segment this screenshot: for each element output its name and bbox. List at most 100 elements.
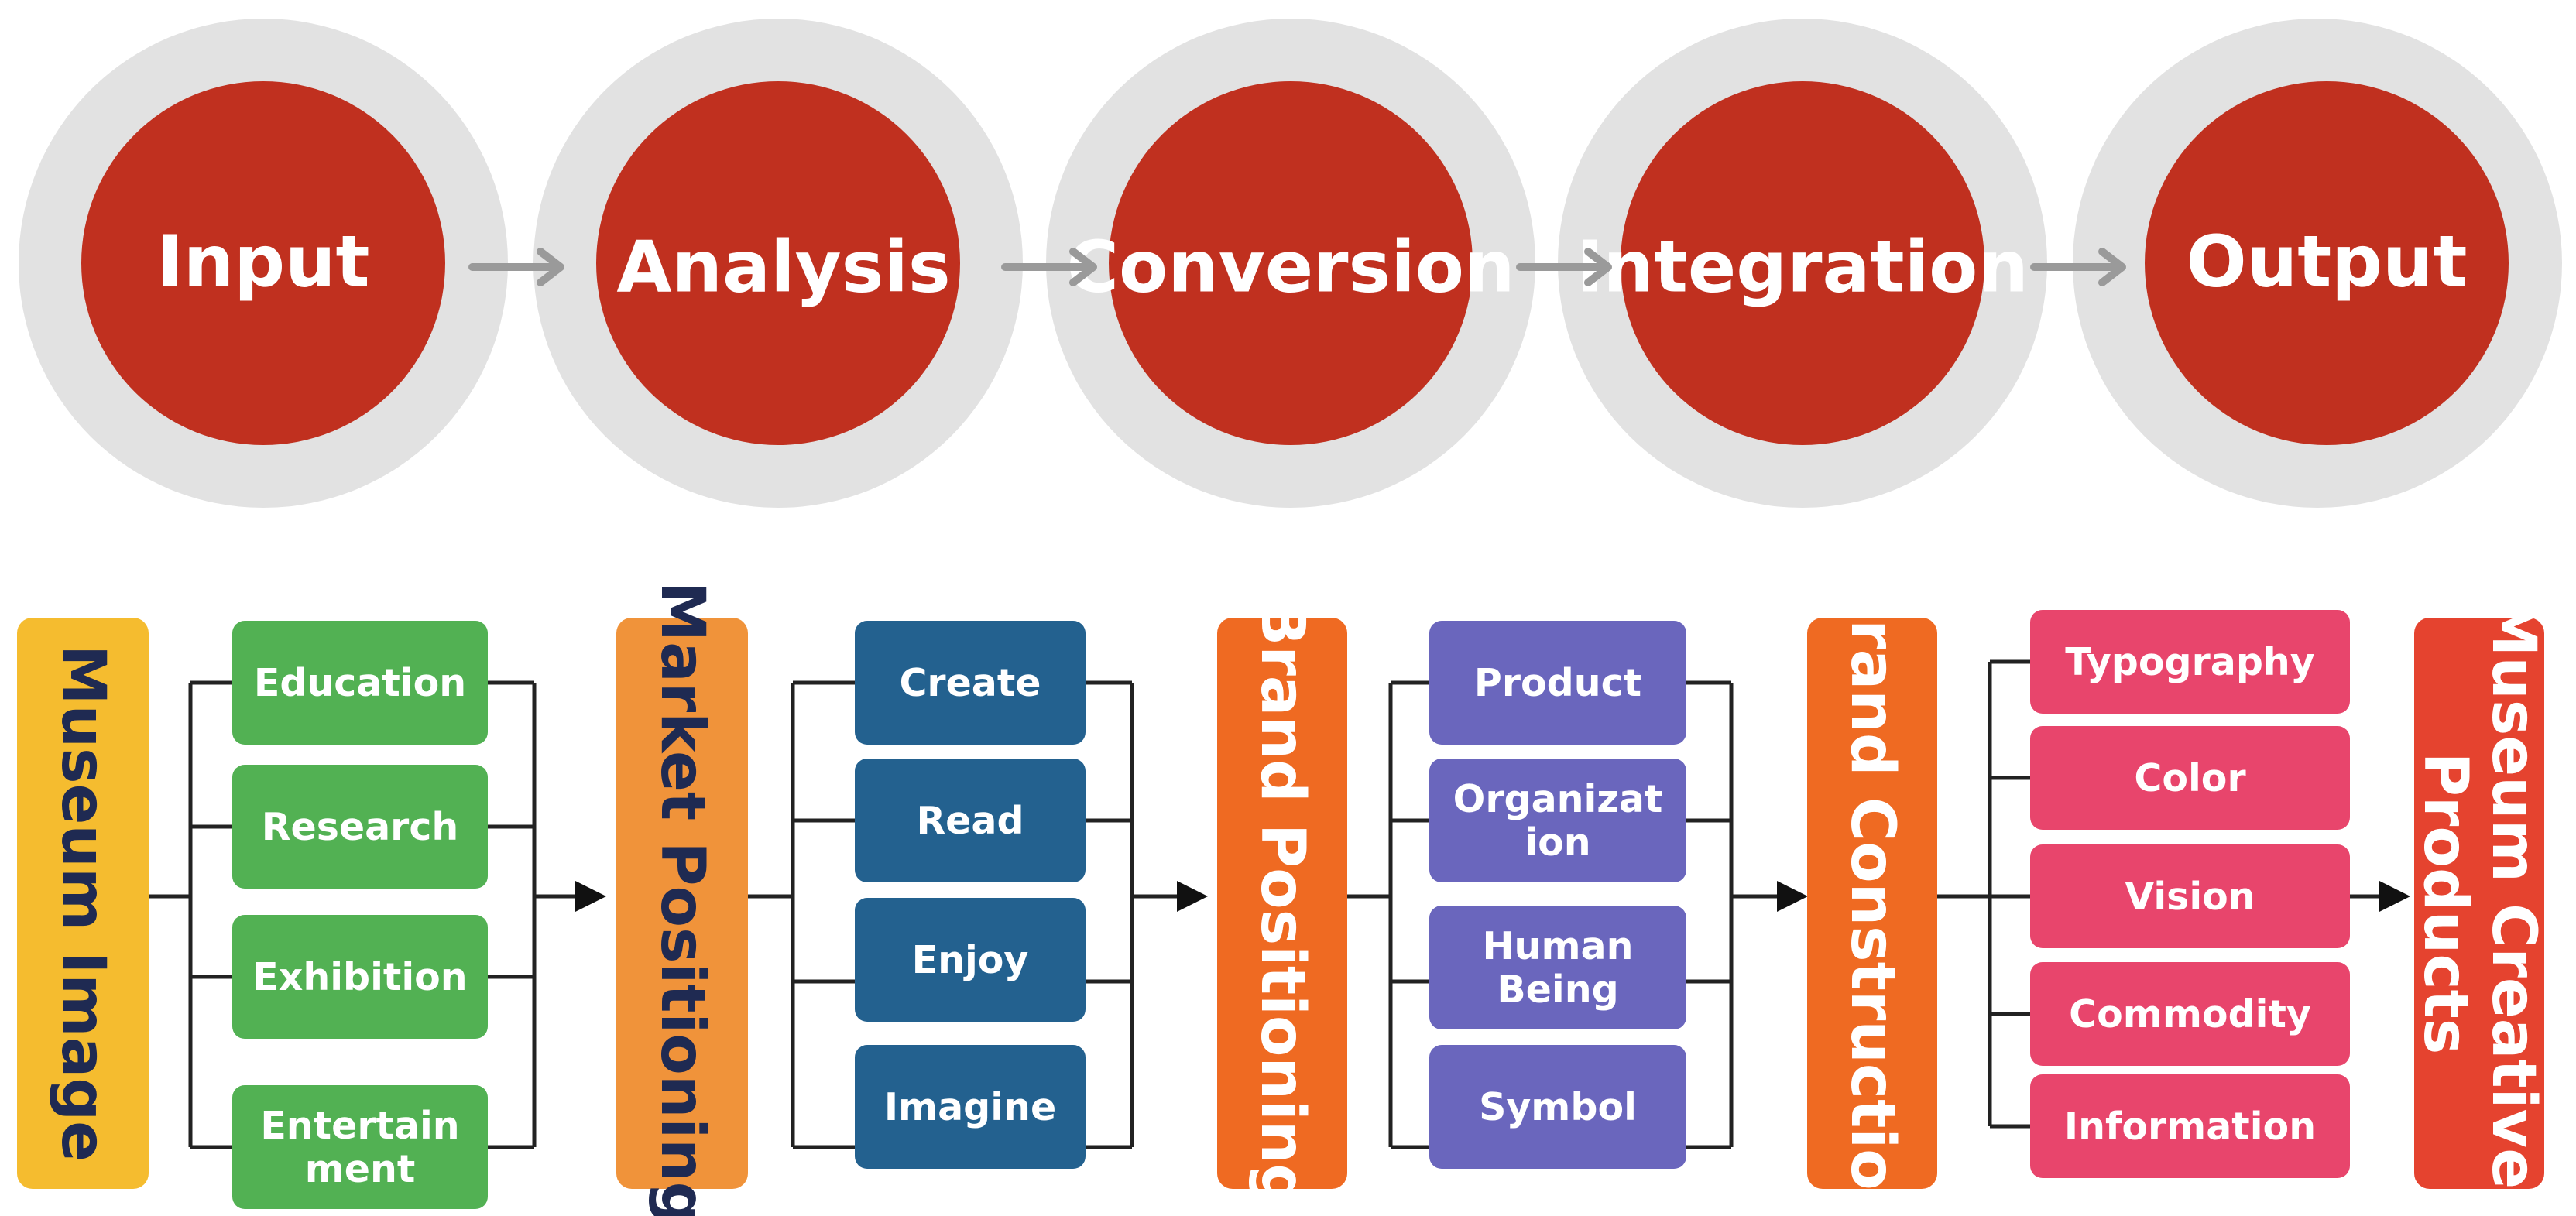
connector-group-4 xyxy=(1937,659,2410,1129)
item-label-line: Vision xyxy=(2125,875,2255,919)
column-label-museum-creative-products: Museum Creative Products xyxy=(2410,597,2548,1211)
stage-label-analysis: Analysis xyxy=(616,226,950,309)
item-box-imagine: Imagine xyxy=(855,1045,1086,1169)
connector-group-3 xyxy=(1347,680,1808,1149)
item-box-research: Research xyxy=(232,765,488,889)
item-label: Imagine xyxy=(884,1085,1056,1129)
item-label-line: Organizat xyxy=(1453,777,1663,821)
item-label: Education xyxy=(254,661,466,705)
column-market-positioning: Market Positioning xyxy=(616,582,748,1216)
column-bar xyxy=(2414,618,2544,1189)
column-label-market-positioning: Market Positioning xyxy=(647,582,717,1216)
item-box-bg xyxy=(232,1085,488,1209)
item-box-typography: Typography xyxy=(2030,610,2350,714)
column-brand-positioning: Brand Positioning xyxy=(1217,600,1347,1207)
column-bar xyxy=(1217,618,1347,1189)
stage-circle xyxy=(2145,81,2509,445)
stage-conversion: Conversion xyxy=(1046,19,1535,508)
item-label-line: Imagine xyxy=(884,1085,1056,1129)
item-box-bg xyxy=(855,898,1086,1022)
stage-label-output: Output xyxy=(2186,221,2467,303)
item-box-bg xyxy=(855,621,1086,745)
connector-group-2 xyxy=(748,680,1208,1149)
item-box-bg xyxy=(2030,610,2350,714)
item-box-bg xyxy=(232,765,488,889)
column-label-museum-image: Museum Image xyxy=(48,645,118,1162)
stage-output: Output xyxy=(2073,19,2562,508)
stage-circle xyxy=(596,81,960,445)
category-columns: Museum Image Market Positioning Brand Po… xyxy=(17,574,2548,1216)
item-box-information: Information xyxy=(2030,1074,2350,1178)
item-label-line: Product xyxy=(1474,661,1641,705)
item-label: Typography xyxy=(2065,640,2315,684)
stage-flow: Input Analysis Conversion Integration Ou… xyxy=(19,19,2562,508)
item-box-bg xyxy=(1429,1045,1686,1169)
column-bar xyxy=(616,618,748,1189)
item-box-bg xyxy=(1429,759,1686,882)
item-label: Symbol xyxy=(1479,1085,1637,1129)
item-box-bg xyxy=(232,915,488,1039)
stage-circle xyxy=(81,81,445,445)
item-label-line: Color xyxy=(2134,756,2246,800)
stage-label-input: Input xyxy=(156,221,369,303)
item-box-bg xyxy=(1429,906,1686,1029)
item-box-read: Read xyxy=(855,759,1086,882)
column-label-brand-positioning: Brand Positioning xyxy=(1247,600,1317,1207)
item-label-line: Enjoy xyxy=(912,938,1029,982)
column-bar xyxy=(17,618,149,1189)
item-box-enjoy: Enjoy xyxy=(855,898,1086,1022)
item-label: Information xyxy=(2064,1105,2316,1149)
stage-input: Input xyxy=(19,19,508,508)
item-label-line: Research xyxy=(262,805,459,849)
item-box-bg xyxy=(232,621,488,745)
stage-circle xyxy=(1621,81,1984,445)
item-label: Vision xyxy=(2125,875,2255,919)
stage-analysis: Analysis xyxy=(533,19,1023,508)
column-label-brand-construction: Brand Construction xyxy=(1837,574,1907,1216)
item-label: Commodity xyxy=(2069,992,2311,1036)
item-label-line: Typography xyxy=(2065,640,2315,684)
item-box-create: Create xyxy=(855,621,1086,745)
stage-arrow xyxy=(468,248,564,286)
item-label-line: Information xyxy=(2064,1105,2316,1149)
column-museum-creative-products: Museum Creative Products xyxy=(2410,597,2548,1211)
item-box-bg xyxy=(2030,962,2350,1066)
item-box-exhibition: Exhibition xyxy=(232,915,488,1039)
column-brand-construction: Brand Construction xyxy=(1807,574,1937,1216)
column-museum-image: Museum Image xyxy=(17,618,149,1189)
item-box-bg xyxy=(2030,726,2350,830)
item-label-line: Being xyxy=(1497,968,1618,1012)
stage-circle xyxy=(1109,81,1473,445)
item-label-line: Symbol xyxy=(1479,1085,1637,1129)
item-label: Color xyxy=(2134,756,2246,800)
column-bar xyxy=(1807,618,1937,1189)
item-label-line: Human xyxy=(1483,924,1634,968)
item-label-line: Read xyxy=(916,799,1024,843)
item-label: Product xyxy=(1474,661,1641,705)
item-label: Research xyxy=(262,805,459,849)
item-box-commodity: Commodity xyxy=(2030,962,2350,1066)
item-label-line: ion xyxy=(1525,820,1590,865)
item-label-line: Create xyxy=(899,661,1041,705)
label-line: Museum Creative xyxy=(2478,597,2548,1189)
item-label: Create xyxy=(899,661,1041,705)
item-box-education: Education xyxy=(232,621,488,745)
item-label: Enjoy xyxy=(912,938,1029,982)
stage-arrow xyxy=(1001,248,1097,286)
stage-arrow xyxy=(2030,248,2126,286)
item-label-line: ment xyxy=(305,1147,416,1191)
item-label-line: Entertain xyxy=(260,1104,459,1148)
item-box-bg xyxy=(2030,844,2350,948)
stage-label-conversion: Conversion xyxy=(1067,226,1515,309)
item-box-bg xyxy=(2030,1074,2350,1178)
item-box-color: Color xyxy=(2030,726,2350,830)
item-label-line: Exhibition xyxy=(252,955,467,999)
item-box-bg xyxy=(855,1045,1086,1169)
label-line: Products xyxy=(2410,752,2480,1055)
